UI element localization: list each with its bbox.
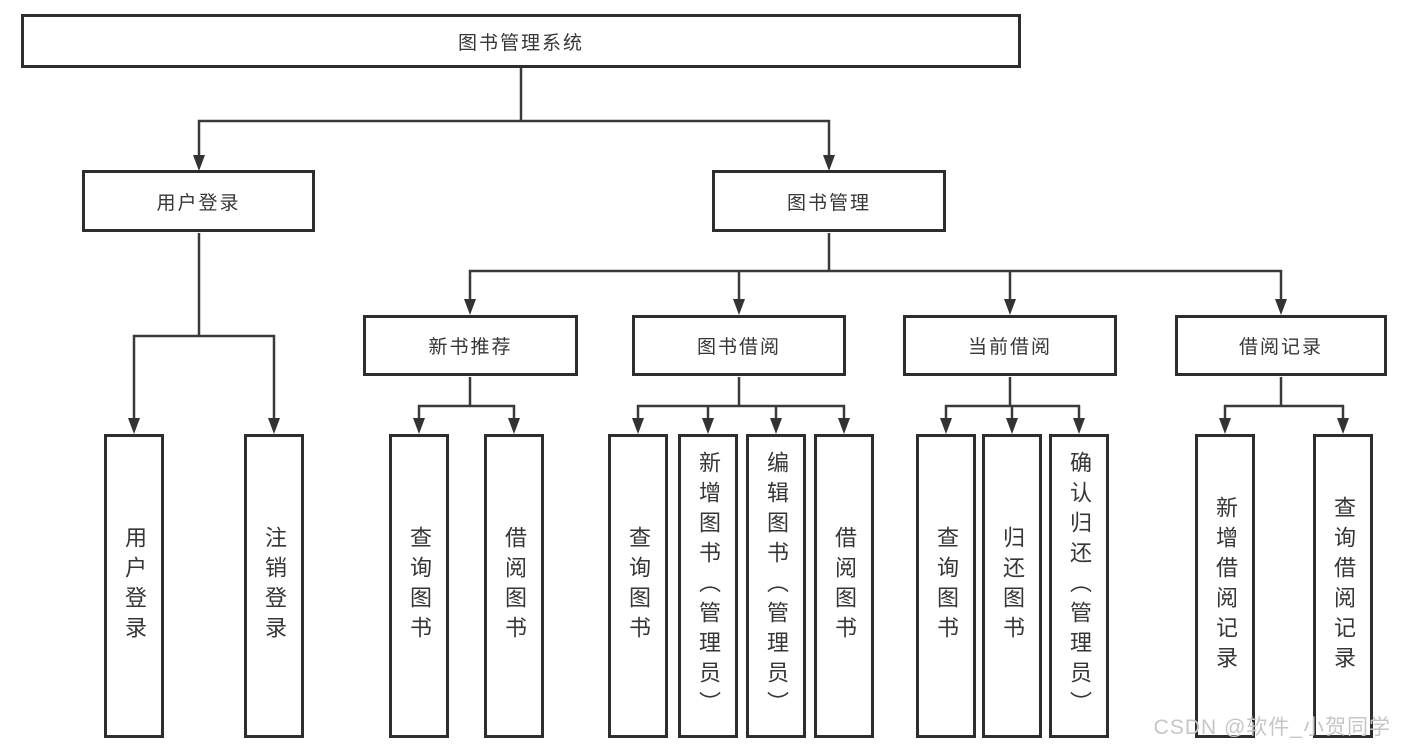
leaf-logout-label: 注销登录: [262, 526, 287, 646]
csdn-watermark: CSDN @软件_小贺同学: [1153, 716, 1391, 739]
leaf-borrow-books-recommend: 借阅图书: [484, 434, 544, 738]
leaf-logout: 注销登录: [244, 434, 304, 738]
leaf-user-login: 用户登录: [104, 434, 164, 738]
leaf-add-borrow-record-label: 新增借阅记录: [1213, 496, 1238, 676]
node-book-borrowing-label: 图书借阅: [696, 337, 781, 358]
leaf-edit-books-admin: 编辑图书（管理员）: [746, 434, 806, 738]
node-borrowing-records: 借阅记录: [1175, 315, 1387, 376]
node-root: 图书管理系统: [21, 14, 1021, 68]
node-current-borrowing: 当前借阅: [903, 315, 1117, 376]
leaf-add-books-admin: 新增图书（管理员）: [678, 434, 738, 738]
leaf-confirm-return-admin-label: 确认归还（管理员）: [1067, 451, 1092, 721]
leaf-return-books: 归还图书: [982, 434, 1042, 738]
leaf-query-books-current: 查询图书: [916, 434, 976, 738]
leaf-add-borrow-record: 新增借阅记录: [1195, 434, 1255, 738]
leaf-borrow-books: 借阅图书: [814, 434, 874, 738]
leaf-add-books-admin-label: 新增图书（管理员）: [696, 451, 721, 721]
connector-path: [132, 68, 1345, 421]
node-new-book-recommend-label: 新书推荐: [428, 337, 513, 358]
leaf-user-login-label: 用户登录: [122, 526, 147, 646]
node-borrowing-records-label: 借阅记录: [1238, 337, 1323, 358]
leaf-return-books-label: 归还图书: [1000, 526, 1025, 646]
node-user-login-label: 用户登录: [156, 192, 241, 214]
node-new-book-recommend: 新书推荐: [363, 315, 578, 376]
leaf-query-books-current-label: 查询图书: [934, 526, 959, 646]
leaf-borrow-books-recommend-label: 借阅图书: [502, 526, 527, 646]
leaf-edit-books-admin-label: 编辑图书（管理员）: [764, 451, 789, 721]
leaf-confirm-return-admin: 确认归还（管理员）: [1049, 434, 1109, 738]
node-book-management: 图书管理: [712, 170, 946, 232]
leaf-query-books-recommend: 查询图书: [389, 434, 449, 738]
leaf-borrow-books-label: 借阅图书: [832, 526, 857, 646]
node-root-label: 图书管理系统: [457, 32, 584, 54]
leaf-query-books-recommend-label: 查询图书: [407, 526, 432, 646]
node-book-management-label: 图书管理: [786, 192, 871, 214]
leaf-query-borrow-record: 查询借阅记录: [1313, 434, 1373, 738]
leaf-query-books-borrow-label: 查询图书: [626, 526, 651, 646]
leaf-query-borrow-record-label: 查询借阅记录: [1331, 496, 1356, 676]
node-current-borrowing-label: 当前借阅: [967, 337, 1052, 358]
node-user-login: 用户登录: [82, 170, 315, 232]
node-book-borrowing: 图书借阅: [632, 315, 846, 376]
leaf-query-books-borrow: 查询图书: [608, 434, 668, 738]
